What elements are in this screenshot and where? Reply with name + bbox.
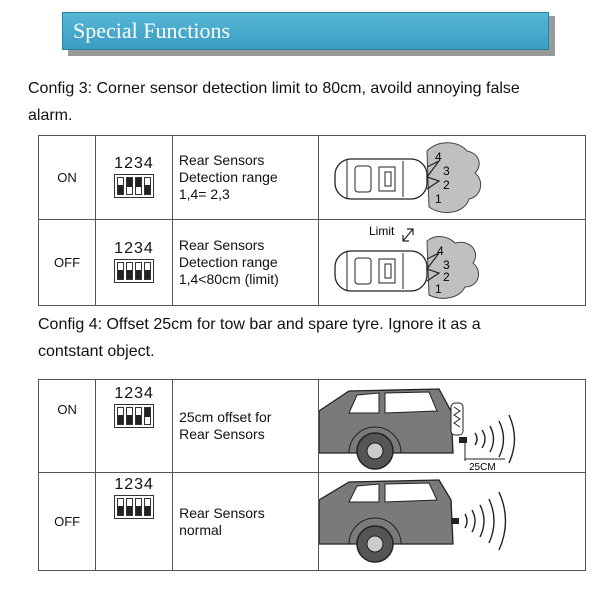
description-cell: 25cm offset for Rear Sensors — [172, 379, 319, 473]
sensor-label-4: 4 — [435, 150, 442, 164]
config4-table: ON 1234 25cm offset for Rear Sensors — [37, 379, 586, 571]
desc-line: Rear Sensors — [179, 504, 265, 521]
dip-switch-numbers: 1234 — [114, 154, 154, 172]
sensor-diagram-cell: 4 3 2 1 Limit — [318, 219, 586, 306]
config3-text-line1: Config 3: Corner sensor detection limit … — [28, 80, 520, 97]
config3-table: ON 1234 Rear Sensors Detection range 1,4… — [37, 135, 586, 306]
limit-label: Limit — [369, 224, 395, 238]
dip-switch-4 — [143, 261, 151, 280]
dip-switch-cell: 1234 — [95, 219, 173, 306]
description-cell: Rear Sensors Detection range 1,4<80cm (l… — [171, 219, 320, 306]
limit-arrow-icon — [402, 227, 414, 242]
detection-zone — [426, 235, 480, 299]
page-title: Special Functions — [73, 18, 231, 43]
desc-line: Rear Sensors — [178, 237, 265, 253]
desc-line: 1,4<80cm (limit) — [178, 271, 279, 287]
config3-description: Config 3: Corner sensor detection limit … — [28, 75, 520, 129]
dip-switch-cell: 1234 — [95, 472, 174, 571]
vehicle-side-offset-diagram: 25CM — [319, 387, 516, 472]
desc-line: 1,4= 2,3 — [178, 186, 230, 202]
config3-row-off: OFF 1234 Rear Sensors Detection range 1,… — [37, 219, 586, 306]
section-banner: Special Functions — [62, 12, 549, 50]
dip-switch-3 — [134, 261, 142, 280]
dip-switch-cell: 1234 — [95, 379, 174, 473]
car-topview-limit-diagram: 4 3 2 1 Limit — [334, 224, 480, 299]
car-top-view-icon — [334, 157, 428, 200]
dip-switch-3 — [135, 498, 143, 516]
offset-dimension-icon — [464, 442, 505, 461]
vehicle-side-icon — [319, 478, 454, 563]
dip-switch-4 — [144, 498, 152, 516]
desc-line: normal — [179, 521, 222, 538]
description-cell: Rear Sensors Detection range 1,4= 2,3 — [171, 135, 320, 220]
desc-line: Detection range — [178, 254, 278, 270]
desc-line: 25cm offset for — [179, 409, 272, 425]
dip-switch — [113, 258, 154, 283]
dip-switch-1 — [116, 176, 124, 195]
vehicle-diagram-cell — [318, 472, 586, 571]
state-label: OFF — [37, 472, 97, 571]
detection-zone — [426, 141, 482, 213]
offset-label: 25CM — [469, 462, 496, 472]
sensor-label-2: 2 — [443, 270, 450, 284]
dip-switch-3 — [134, 176, 142, 195]
state-label: ON — [37, 379, 97, 473]
config4-row-on: ON 1234 25cm offset for Rear Sensors — [37, 379, 586, 473]
description-cell: Rear Sensors normal — [172, 472, 319, 571]
dip-switch-2 — [126, 498, 134, 516]
spare-tyre-icon — [450, 402, 464, 435]
desc-line: Rear Sensors — [179, 426, 265, 442]
dip-switch-numbers: 1234 — [114, 476, 154, 493]
dip-switch-2 — [125, 176, 133, 195]
config3-row-on: ON 1234 Rear Sensors Detection range 1,4… — [37, 135, 586, 220]
dip-switch-numbers: 1234 — [114, 385, 154, 402]
sensor-label-1: 1 — [435, 282, 442, 296]
vehicle-side-icon — [319, 387, 454, 470]
dip-switch-cell: 1234 — [95, 135, 173, 220]
desc-line: Rear Sensors — [178, 152, 265, 168]
car-topview-detection-diagram: 4 3 2 1 — [334, 141, 482, 213]
car-top-view-icon — [334, 249, 428, 292]
vehicle-diagram-cell: 25CM — [318, 379, 586, 473]
dip-switch — [114, 495, 155, 519]
vehicle-side-normal-diagram — [319, 478, 507, 563]
rear-sensor-icon — [451, 517, 459, 524]
desc-line: Detection range — [178, 169, 278, 185]
rear-sensor-icon — [459, 436, 467, 443]
state-label: OFF — [37, 219, 97, 306]
sensor-label-2: 2 — [443, 178, 450, 192]
sensor-label-4: 4 — [437, 244, 444, 258]
dip-switch-3 — [135, 407, 143, 425]
dip-switch-2 — [125, 261, 133, 280]
dip-switch-1 — [117, 498, 125, 516]
dip-switch-1 — [117, 407, 125, 425]
sensor-diagram-cell: 4 3 2 1 — [318, 135, 586, 220]
dip-switch — [113, 173, 154, 198]
dip-switch-numbers: 1234 — [114, 239, 154, 257]
sensor-label-1: 1 — [435, 192, 442, 206]
state-label: ON — [37, 135, 97, 220]
config4-text-line2: contstant object. — [38, 343, 155, 360]
sensor-wave-icon — [474, 414, 516, 463]
dip-switch-1 — [116, 261, 124, 280]
dip-switch-2 — [126, 407, 134, 425]
config4-text-line1: Config 4: Offset 25cm for tow bar and sp… — [38, 316, 481, 333]
dip-switch-4 — [144, 407, 152, 425]
dip-switch-4 — [143, 176, 151, 195]
config3-text-line2: alarm. — [28, 107, 73, 124]
config4-row-off: OFF 1234 Rear Sensors normal — [37, 472, 586, 571]
sensor-label-3: 3 — [443, 258, 450, 272]
sensor-wave-icon — [464, 491, 507, 550]
sensor-label-3: 3 — [443, 164, 450, 178]
config4-description: Config 4: Offset 25cm for tow bar and sp… — [38, 311, 481, 365]
dip-switch — [114, 404, 155, 428]
